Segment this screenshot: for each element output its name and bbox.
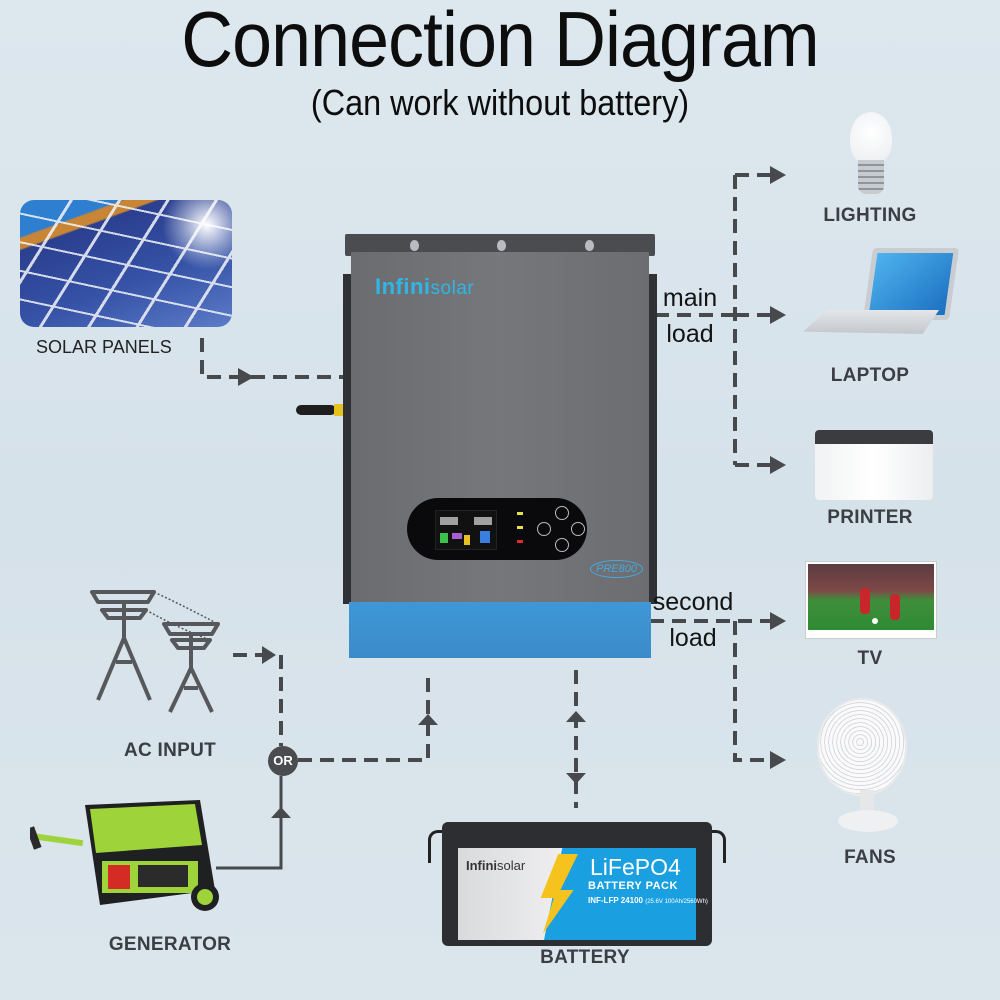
solar-to-inverter-line <box>200 338 345 379</box>
lcd-display <box>435 510 497 550</box>
battery-chemistry: LiFePO4 <box>590 854 681 880</box>
second-load-line1: second <box>652 588 734 616</box>
light-bulb-icon <box>850 112 892 164</box>
mount-hole <box>585 240 594 251</box>
down-button[interactable] <box>555 538 569 552</box>
menu-button[interactable] <box>537 522 551 536</box>
second-load-line2: load <box>669 624 717 652</box>
page-subtitle: (Can work without battery) <box>310 82 690 123</box>
laptop-keyboard <box>803 310 939 334</box>
arrow-right-printer <box>770 456 786 474</box>
status-led-fault <box>517 540 523 543</box>
fan-stand <box>860 790 874 814</box>
power-tower-icon <box>90 590 220 713</box>
arrow-down-battery <box>566 773 586 784</box>
tv-icon <box>805 561 937 639</box>
solar-panels-label: SOLAR PANELS <box>36 337 172 357</box>
arrow-up-generator <box>271 807 291 818</box>
antenna-icon <box>296 405 336 415</box>
battery-pack-label: BATTERY PACK <box>588 880 678 892</box>
mount-hole <box>497 240 506 251</box>
main-load-line1: main <box>662 284 718 312</box>
arrow-up-inverter <box>418 714 438 725</box>
battery-spec: (25.6V 100Ah/2560Wh) <box>645 899 708 905</box>
light-bulb-base <box>858 160 884 194</box>
solar-panels-image <box>20 200 232 327</box>
main-load-line2: load <box>666 320 714 348</box>
control-panel <box>407 498 587 560</box>
brand-suffix: solar <box>430 278 475 299</box>
status-led-ac <box>517 512 523 515</box>
arrow-right-laptop <box>770 306 786 324</box>
arrow-up-battery <box>566 711 586 722</box>
inverter-bottom-panel <box>349 602 651 658</box>
inverter-brand: Infinisolar <box>375 274 474 300</box>
battery-model-name: INF-LFP 24100 <box>588 896 643 905</box>
mount-hole <box>410 240 419 251</box>
main-load-label: main load <box>655 280 725 352</box>
battery-brand: Infinisolar <box>466 858 525 873</box>
page-title: Connection Diagram <box>181 0 820 83</box>
generator-label: GENERATOR <box>108 934 232 955</box>
printer-label: PRINTER <box>827 507 913 528</box>
inverter-model-badge: PRE800 <box>590 560 643 578</box>
arrow-right-solar <box>238 368 254 386</box>
arrow-right-ac <box>262 646 276 664</box>
ac-input-line <box>233 653 283 746</box>
battery: Infinisolar LiFePO4 BATTERY PACK INF-LFP… <box>428 818 726 948</box>
second-load-label: second load <box>648 584 738 656</box>
laptop-icon <box>862 248 960 320</box>
ac-input-label: AC INPUT <box>123 740 217 761</box>
generator-icon <box>30 800 219 911</box>
printer-top <box>815 430 933 444</box>
battery-model: INF-LFP 24100 (25.6V 100Ah/2560Wh) <box>588 896 708 905</box>
fan-base <box>838 810 898 832</box>
or-to-inverter-line <box>298 670 430 762</box>
inverter: Infinisolar PRE800 <box>343 234 657 664</box>
tv-screen <box>808 564 934 630</box>
lighting-label: LIGHTING <box>823 205 917 226</box>
fans-label: FANS <box>844 847 896 868</box>
battery-brand-prefix: Infini <box>466 858 498 873</box>
laptop-label: LAPTOP <box>830 365 910 386</box>
up-button[interactable] <box>555 506 569 520</box>
battery-label: BATTERY <box>540 947 630 968</box>
arrow-right-lighting <box>770 166 786 184</box>
tv-label: TV <box>857 648 883 669</box>
arrow-right-fans <box>770 751 786 769</box>
or-badge: OR <box>268 746 298 776</box>
fan-icon <box>817 698 907 796</box>
arrow-right-tv <box>770 612 786 630</box>
battery-brand-suffix: solar <box>497 858 526 873</box>
status-led-charge <box>517 526 523 529</box>
brand-prefix: Infini <box>375 274 431 299</box>
enter-button[interactable] <box>571 522 585 536</box>
